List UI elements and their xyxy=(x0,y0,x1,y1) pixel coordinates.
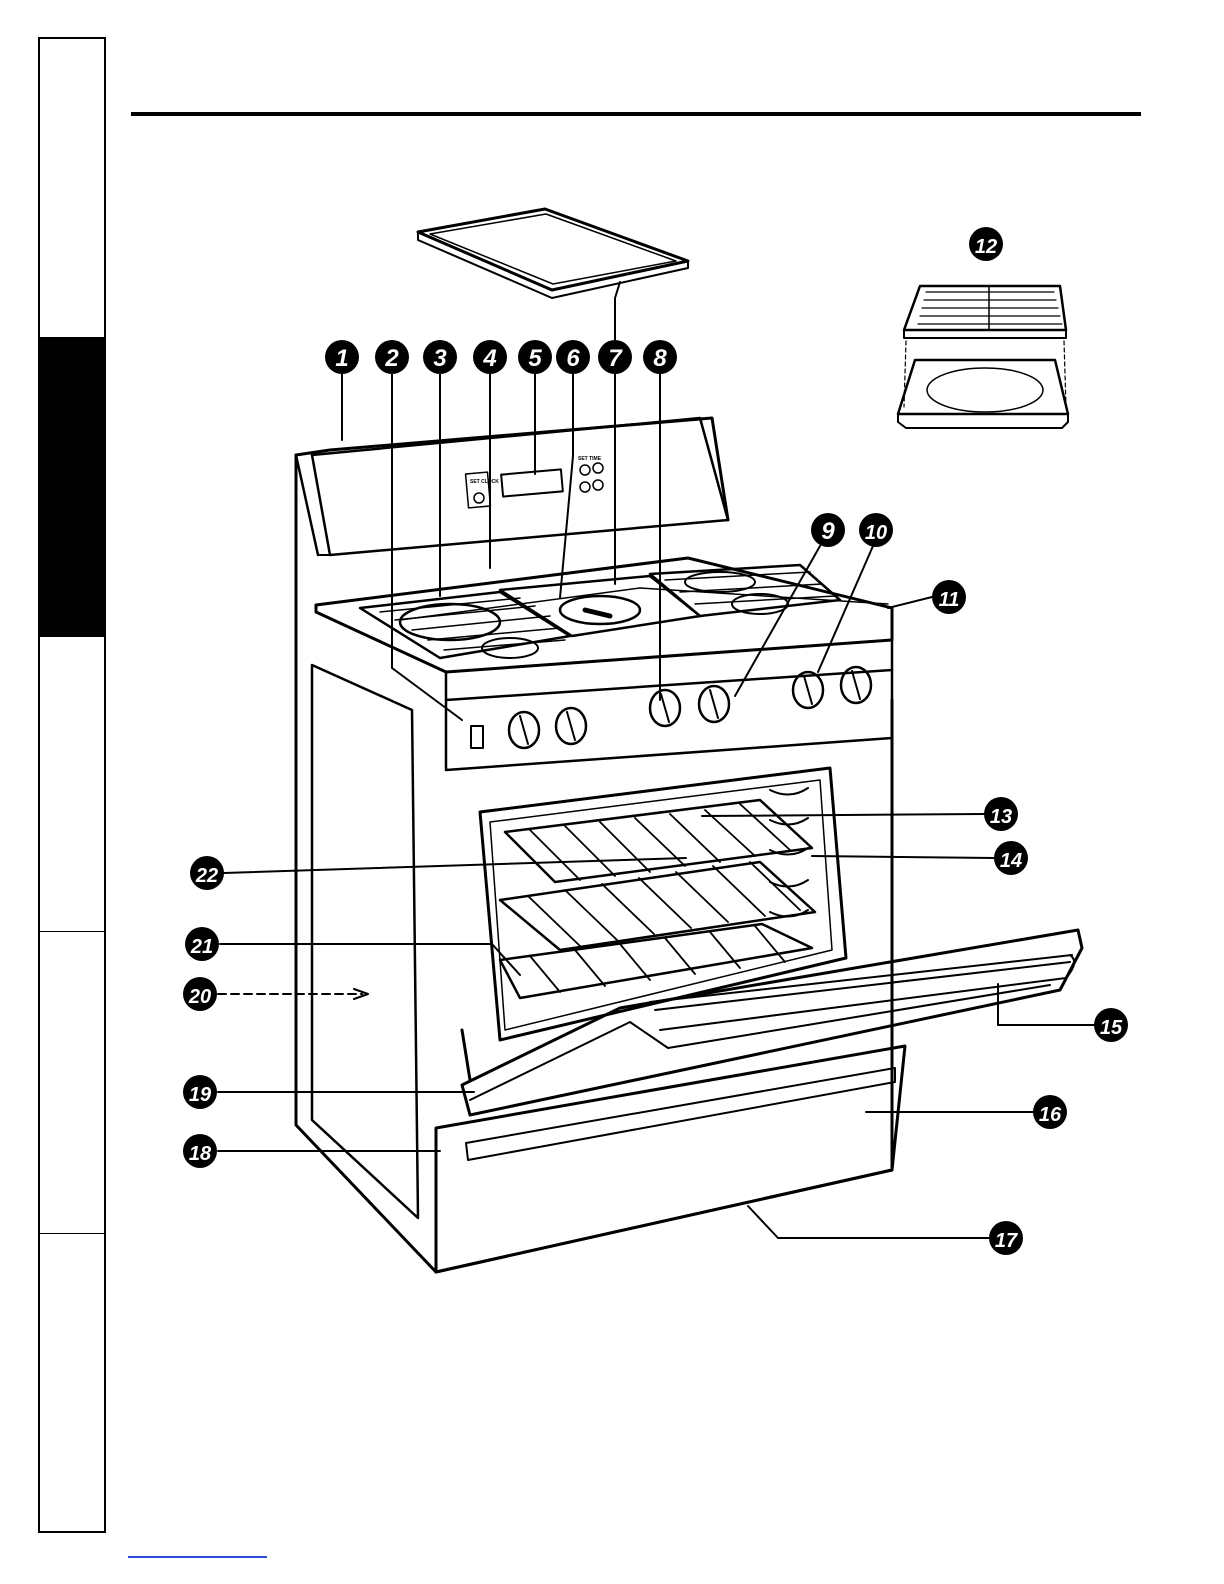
set-clock-label: SET CLOCK xyxy=(470,479,499,485)
svg-text:13: 13 xyxy=(990,806,1012,828)
callout-18: 18 xyxy=(183,1134,217,1168)
svg-text:19: 19 xyxy=(189,1084,212,1106)
footer-link-underline[interactable] xyxy=(128,1556,267,1558)
svg-text:1: 1 xyxy=(335,345,348,372)
svg-text:15: 15 xyxy=(1100,1017,1123,1039)
callout-21: 21 xyxy=(185,927,219,961)
callout-10: 10 xyxy=(859,513,893,547)
callout-22: 22 xyxy=(190,856,224,890)
callout-12: 12 xyxy=(969,227,1003,261)
callout-16: 16 xyxy=(1033,1095,1067,1129)
svg-text:22: 22 xyxy=(195,865,218,887)
callout-3: 3 xyxy=(423,340,457,374)
svg-text:10: 10 xyxy=(865,522,887,544)
control-knobs xyxy=(471,667,871,748)
callout-2: 2 xyxy=(375,340,409,374)
broiler-pan-and-grid xyxy=(898,286,1068,428)
svg-text:18: 18 xyxy=(189,1143,212,1165)
callout-11: 11 xyxy=(932,580,966,614)
cooktop xyxy=(316,558,892,770)
svg-text:4: 4 xyxy=(482,345,496,372)
svg-text:6: 6 xyxy=(566,345,580,372)
callout-6: 6 xyxy=(556,340,590,374)
svg-text:21: 21 xyxy=(190,936,213,958)
set-time-label: SET TIME xyxy=(578,456,602,462)
callout-19: 19 xyxy=(183,1075,217,1109)
oven-racks xyxy=(500,788,815,998)
griddle xyxy=(418,209,688,298)
svg-text:7: 7 xyxy=(608,345,623,372)
callout-15: 15 xyxy=(1094,1008,1128,1042)
callout-9: 9 xyxy=(811,513,845,547)
callout-17: 17 xyxy=(989,1221,1023,1255)
backguard xyxy=(296,418,728,555)
svg-text:3: 3 xyxy=(433,345,447,372)
svg-text:11: 11 xyxy=(939,589,960,611)
svg-text:14: 14 xyxy=(1000,850,1022,872)
callout-5: 5 xyxy=(518,340,552,374)
callout-4: 4 xyxy=(473,340,507,374)
callouts: 1 2 3 4 5 6 7 8 9 10 11 12 13 14 15 16 1… xyxy=(183,227,1128,1255)
svg-text:2: 2 xyxy=(384,345,399,372)
leader-lines xyxy=(218,282,1094,1238)
svg-text:9: 9 xyxy=(821,518,835,545)
svg-text:16: 16 xyxy=(1039,1104,1062,1126)
svg-text:17: 17 xyxy=(995,1230,1018,1252)
callout-1: 1 xyxy=(325,340,359,374)
callout-13: 13 xyxy=(984,797,1018,831)
callout-7: 7 xyxy=(598,340,632,374)
oven-door xyxy=(462,930,1082,1115)
svg-text:8: 8 xyxy=(653,345,667,372)
callout-14: 14 xyxy=(994,841,1028,875)
svg-text:5: 5 xyxy=(528,345,542,372)
callout-8: 8 xyxy=(643,340,677,374)
callout-20: 20 xyxy=(183,977,217,1011)
svg-text:20: 20 xyxy=(188,986,211,1008)
svg-text:12: 12 xyxy=(975,236,997,258)
